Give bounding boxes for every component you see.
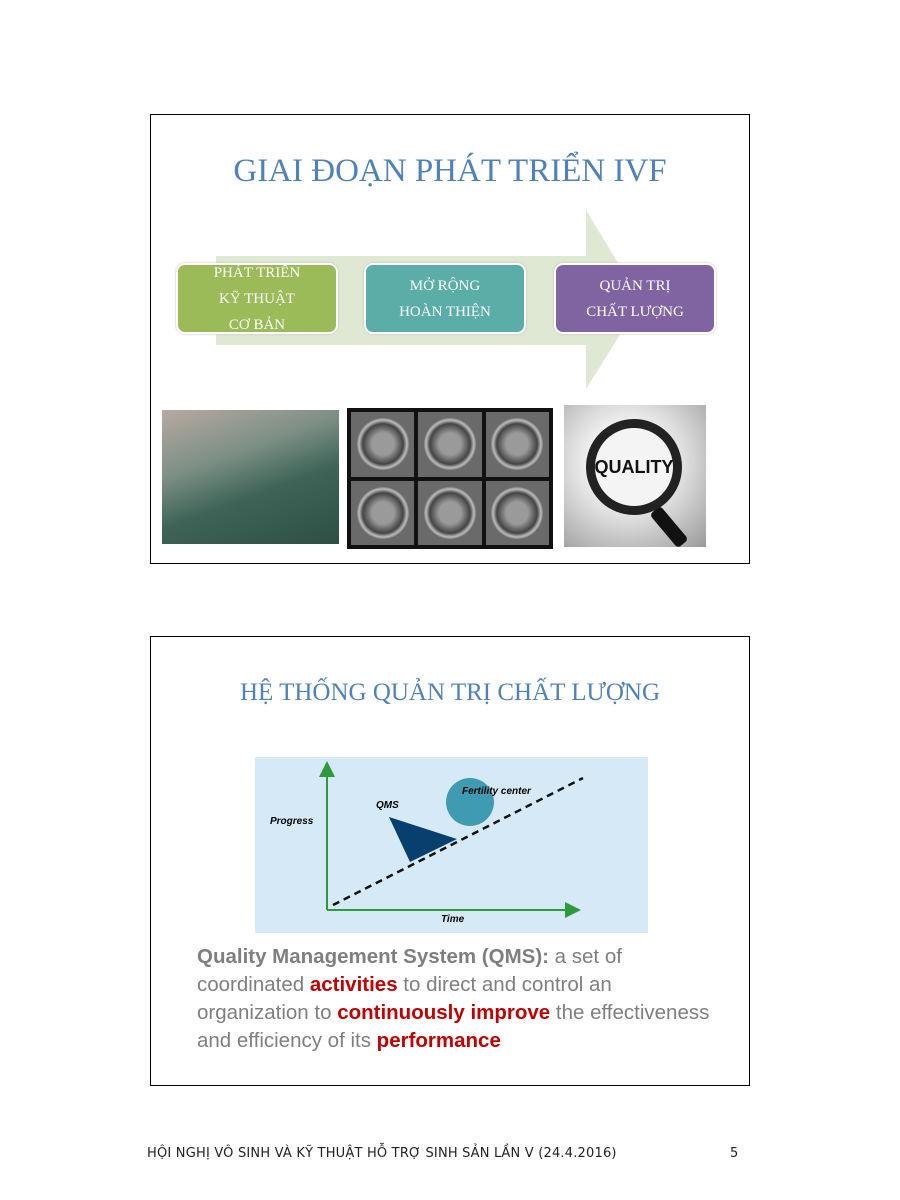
embryo-grid-photo: [347, 408, 553, 549]
magnifier-lens: QUALITY: [586, 419, 682, 515]
fertility-center-label: Fertility center: [462, 786, 531, 797]
quality-magnifier-image: QUALITY: [564, 405, 706, 547]
qms-diagram: Progress Time QMS Fertility center: [255, 757, 648, 933]
x-axis-label: Time: [441, 914, 465, 925]
page-number: 5: [730, 1146, 739, 1161]
surgeons-photo: [162, 410, 339, 544]
footer-conference: HỘI NGHỊ VÔ SINH VÀ KỸ THUẬT HỖ TRỢ SINH…: [147, 1146, 617, 1161]
fertility-center-circle: [446, 778, 494, 826]
slide-title: HỆ THỐNG QUẢN TRỊ CHẤT LƯỢNG: [239, 679, 661, 706]
qms-triangle: [389, 817, 457, 862]
qms-label: QMS: [376, 800, 399, 811]
slide-qms: HỆ THỐNG QUẢN TRỊ CHẤT LƯỢNG Progress Ti…: [150, 636, 750, 1086]
magnifier-handle-icon: [649, 505, 689, 547]
y-axis-label: Progress: [270, 816, 314, 827]
qms-definition: Quality Management System (QMS): a set o…: [197, 945, 710, 1052]
slide-title: GIAI ĐOẠN PHÁT TRIỂN IVF: [233, 153, 667, 189]
trend-line: [332, 776, 584, 907]
